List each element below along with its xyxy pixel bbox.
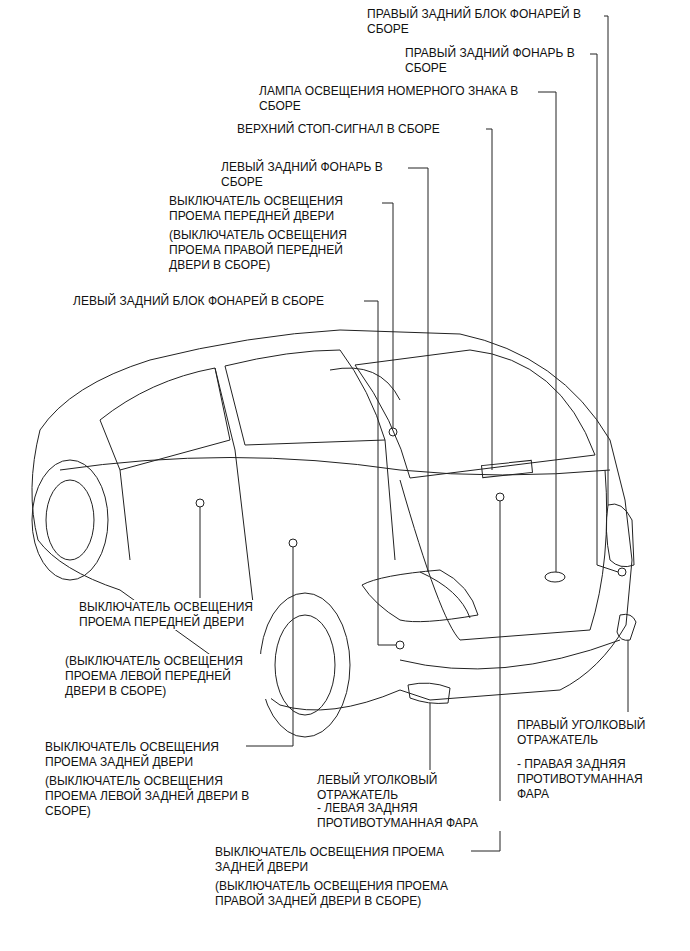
rear-wheel xyxy=(275,615,335,715)
leader-line xyxy=(534,92,556,572)
part-note: - ПРАВАЯ ЗАДНЯЯ ПРОТИВОТУМАННАЯ ФАРА xyxy=(516,757,668,802)
part-label: ЛЕВЫЙ ЗАДНИЙ ФОНАРЬ В СБОРЕ xyxy=(220,160,408,190)
part-label: ПРАВЫЙ ЗАДНИЙ БЛОК ФОНАРЕЙ В СБОРЕ xyxy=(366,7,604,37)
leader-line xyxy=(482,129,492,470)
front-wheel xyxy=(32,460,108,580)
bumper xyxy=(400,640,620,669)
rear-wheel xyxy=(260,593,350,737)
door-line xyxy=(385,440,395,560)
leader-line xyxy=(358,301,396,645)
part-label: ВЫКЛЮЧАТЕЛЬ ОСВЕЩЕНИЯ ПРОЕМА ЗАДНЕЙ ДВЕР… xyxy=(214,845,471,875)
leader-line xyxy=(586,54,618,572)
part-label: ВЫКЛЮЧАТЕЛЬ ОСВЕЩЕНИЯ ПРОЕМА ПЕРЕДНЕЙ ДВ… xyxy=(78,600,260,630)
belt-line xyxy=(60,458,610,476)
leader-line xyxy=(466,501,500,851)
left-rear-lamp xyxy=(420,572,470,618)
left-rear-lamp xyxy=(362,570,478,622)
car-body xyxy=(32,330,636,737)
tailgate xyxy=(400,470,607,640)
roof-rail xyxy=(330,368,400,400)
part-label: ЛЕВЫЙ ЗАДНИЙ БЛОК ФОНАРЕЙ В СБОРЕ xyxy=(72,294,364,309)
door-switch xyxy=(389,428,397,436)
leader-line xyxy=(240,547,293,746)
door-switch xyxy=(196,499,204,507)
left-reflector xyxy=(408,683,450,703)
part-label: ВЫКЛЮЧАТЕЛЬ ОСВЕЩЕНИЯ ПРОЕМА ПЕРЕДНЕЙ ДВ… xyxy=(168,194,382,224)
right-rear-lamp xyxy=(606,504,634,567)
high-stop-lamp xyxy=(482,460,533,477)
front-wheel xyxy=(46,480,94,560)
leader-line xyxy=(628,640,629,712)
body-outline xyxy=(32,330,632,710)
lamp-connector xyxy=(618,568,626,576)
part-label: ЛЕВЫЙ УГОЛКОВЫЙ ОТРАЖАТЕЛЬ xyxy=(316,773,468,803)
door-line xyxy=(215,368,255,620)
leader-line xyxy=(430,703,431,770)
part-note: (ВЫКЛЮЧАТЕЛЬ ОСВЕЩЕНИЯ ПРОЕМА ЛЕВОЙ ЗАДН… xyxy=(44,774,251,819)
side-window xyxy=(100,368,230,470)
part-note: (ВЫКЛЮЧАТЕЛЬ ОСВЕЩЕНИЯ ПРОЕМА ЛЕВОЙ ПЕРЕ… xyxy=(64,654,271,699)
leader-line xyxy=(377,203,393,428)
part-note: (ВЫКЛЮЧАТЕЛЬ ОСВЕЩЕНИЯ ПРОЕМА ПРАВОЙ ПЕР… xyxy=(168,228,375,273)
part-label: ЛАМПА ОСВЕЩЕНИЯ НОМЕРНОГО ЗНАКА В СБОРЕ xyxy=(258,84,538,114)
part-label: ВЫКЛЮЧАТЕЛЬ ОСВЕЩЕНИЯ ПРОЕМА ЗАДНЕЙ ДВЕР… xyxy=(44,740,246,770)
part-note: (ВЫКЛЮЧАТЕЛЬ ОСВЕЩЕНИЯ ПРОЕМА ПРАВОЙ ЗАД… xyxy=(214,879,456,909)
door-switch xyxy=(289,539,297,547)
part-label: ПРАВЫЙ ЗАДНИЙ ФОНАРЬ В СБОРЕ xyxy=(404,46,590,76)
part-note: - ЛЕВАЯ ЗАДНЯЯ ПРОТИВОТУМАННАЯ ФАРА xyxy=(316,801,518,831)
part-label: ВЕРХНИЙ СТОП-СИГНАЛ В СБОРЕ xyxy=(236,122,486,137)
rear-window xyxy=(355,350,595,478)
leader-line xyxy=(200,507,201,598)
leader-line xyxy=(598,16,608,505)
leader-line xyxy=(404,168,428,572)
door-line xyxy=(120,470,130,560)
side-window xyxy=(225,350,385,445)
plate-lamp xyxy=(545,572,565,582)
lamp-connector xyxy=(396,641,404,649)
right-reflector xyxy=(617,614,636,640)
part-label: ПРАВЫЙ УГОЛКОВЫЙ ОТРАЖАТЕЛЬ xyxy=(516,718,678,748)
door-switch xyxy=(496,493,504,501)
